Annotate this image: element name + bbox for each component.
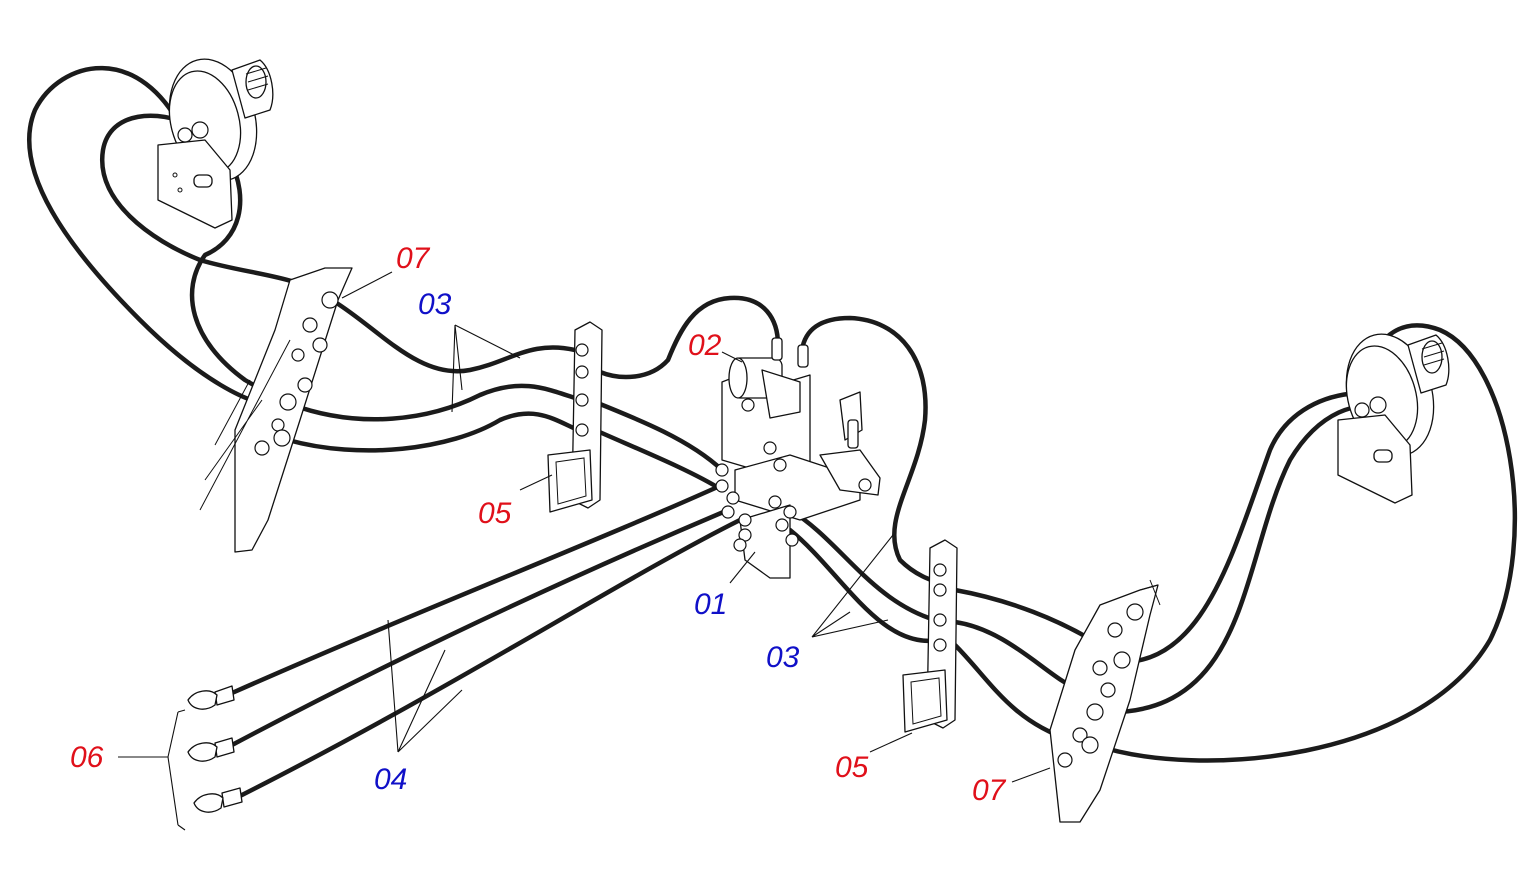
- hose-group-04: [229, 482, 743, 799]
- callout-05-right: 05: [835, 751, 869, 784]
- hose-group-03-left: [285, 295, 781, 493]
- callout-03-mid: 03: [766, 641, 800, 674]
- callout-06: 06: [70, 741, 104, 774]
- right-brake-chamber: [1337, 333, 1450, 504]
- couplings-06: [187, 685, 243, 813]
- callout-05-left: 05: [478, 497, 512, 530]
- callout-labels: 07 03 02 05 01 03 06 04 05 07: [70, 242, 1007, 807]
- callout-07-bottom: 07: [972, 774, 1007, 807]
- leader-lines: [118, 271, 1051, 831]
- right-bracket-07: [1049, 579, 1161, 823]
- callout-03-top: 03: [418, 288, 452, 321]
- callout-04: 04: [374, 763, 407, 796]
- callout-02: 02: [688, 329, 722, 362]
- left-brake-chamber: [157, 58, 274, 229]
- callout-01: 01: [694, 588, 727, 621]
- left-bracket-07: [199, 267, 353, 553]
- central-valve-assembly: [715, 337, 881, 579]
- left-bracket-05: [547, 321, 603, 513]
- callout-07-top: 07: [396, 242, 431, 275]
- right-bracket-05: [902, 539, 958, 733]
